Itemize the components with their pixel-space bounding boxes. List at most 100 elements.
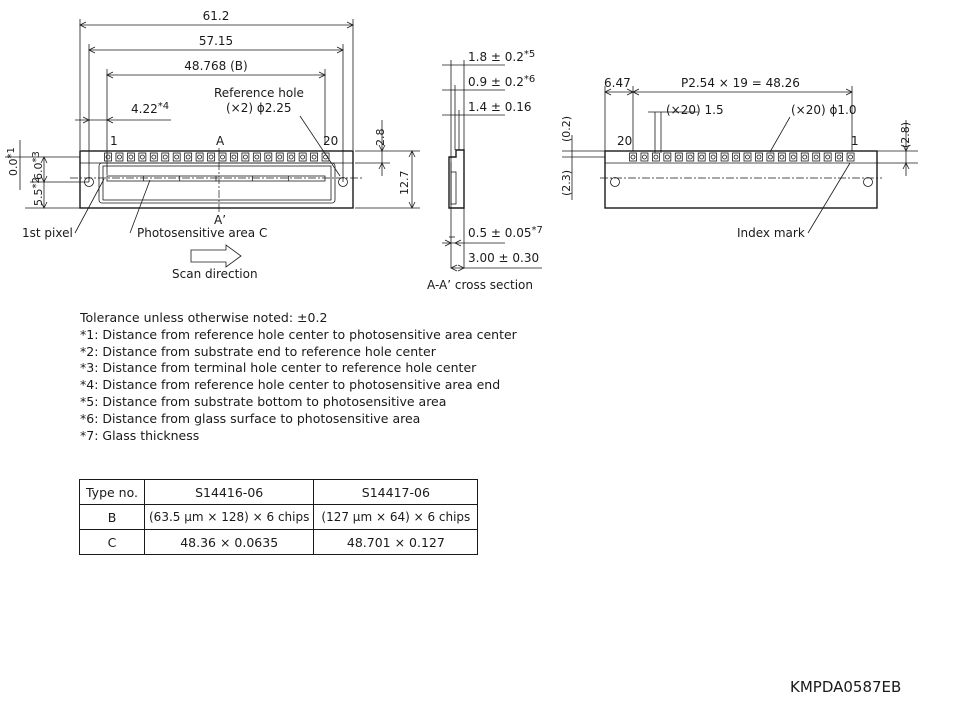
terminal-pad (789, 152, 798, 162)
terminal-pad (138, 152, 147, 162)
terminal-pad-hole (836, 154, 842, 160)
terminal-pad-hole (653, 154, 659, 160)
terminal-pad-hole (220, 154, 225, 160)
terminal-pad-hole (265, 154, 271, 160)
terminal-pad-hole (128, 154, 134, 160)
terminal-pad-hole (139, 154, 145, 160)
terminal-pad (720, 152, 729, 162)
cs-dim-top1: 1.8 ± 0.2*5 (468, 49, 535, 64)
drawing-code: KMPDA0587EB (790, 678, 902, 696)
terminal-pad (321, 152, 330, 162)
terminal-pad (652, 152, 660, 162)
cs-dim-top3: 1.4 ± 0.16 (468, 100, 532, 114)
terminal-pad-hole (197, 154, 203, 160)
table-header-cell: Type no. (79, 479, 145, 505)
reference-hole-right (338, 177, 348, 187)
terminal-pad-hole (768, 154, 773, 160)
dim-left-3: 5.5*2 (31, 177, 45, 206)
table-cell: 48.701 × 0.127 (313, 529, 479, 555)
terminal-pad (846, 152, 855, 162)
terminal-pad (241, 152, 250, 162)
back-view: 6.47 P2.54 × 19 = 48.26 (×20) 1.5 (×20) … (560, 76, 918, 240)
terminal-pad-hole (642, 154, 647, 160)
dim-offset: 4.22*4 (131, 101, 169, 116)
terminal-pad (663, 152, 672, 162)
terminal-pad-hole (813, 154, 819, 160)
dim-hole-pitch: 57.15 (199, 34, 233, 48)
type-spec-table: Type no. S14416-06 S14417-06 B (63.5 µm … (79, 479, 479, 555)
terminal-pad (275, 152, 284, 162)
table-cell: B (79, 504, 145, 530)
table-header-cell: S14416-06 (143, 479, 315, 505)
terminal-pad-hole (231, 154, 237, 160)
terminal-pad (629, 152, 637, 162)
terminal-pad-hole (242, 154, 248, 160)
note-line: Tolerance unless otherwise noted: ±0.2 (80, 310, 328, 325)
terminal-pad (252, 152, 261, 162)
terminal-pad (686, 152, 695, 162)
back-dim-side-right: (2.8) (899, 122, 912, 148)
back-substrate (604, 150, 878, 209)
section-mark-a: A (216, 134, 225, 148)
terminal-pad-hole (151, 154, 157, 160)
terminal-pads (104, 152, 330, 162)
terminal-pad-hole (722, 154, 727, 160)
terminal-pad (298, 152, 307, 162)
terminal-pad-hole (745, 154, 750, 160)
table-cell: 48.36 × 0.0635 (143, 529, 315, 555)
section-mark-a-prime: A’ (214, 213, 226, 227)
table-header-row: Type no. S14416-06 S14417-06 (79, 479, 479, 505)
note-line: *5: Distance from substrate bottom to ph… (80, 393, 447, 409)
back-pin-label-20: 20 (617, 134, 632, 148)
terminal-pad (115, 152, 124, 162)
terminal-pad (835, 152, 843, 162)
terminal-pad-hole (733, 154, 739, 160)
reference-hole-label: Reference hole (214, 86, 304, 100)
back-terminal-pads (629, 152, 855, 162)
photosensitive-area-label: Photosensitive area C (137, 226, 267, 240)
note-line: *3: Distance from terminal hole center t… (80, 360, 477, 376)
terminal-pad (310, 152, 319, 162)
note-line: *2: Distance from substrate end to refer… (80, 343, 436, 359)
terminal-pad (697, 152, 706, 162)
note-line: *1: Distance from reference hole center … (80, 326, 517, 342)
terminal-pad-hole (311, 154, 317, 160)
terminal-pad (709, 152, 718, 162)
terminal-pad-hole (288, 154, 294, 160)
terminal-pad-hole (323, 154, 328, 160)
terminal-pad-hole (699, 154, 705, 160)
front-view: 61.2 57.15 48.768 (B) 4.22*4 Reference h… (5, 9, 420, 281)
terminal-pad-hole (848, 154, 853, 160)
back-dim-side-top: (0.2) (560, 116, 573, 142)
terminal-pad (766, 152, 775, 162)
terminal-pad (823, 152, 832, 162)
back-dim-pitch: P2.54 × 19 = 48.26 (681, 76, 800, 90)
terminal-pad (732, 152, 740, 162)
back-dim-side-bottom: (2.3) (560, 170, 573, 196)
scan-direction-arrow (190, 244, 242, 268)
note-line: *4: Distance from reference hole center … (80, 377, 501, 393)
terminal-pad (218, 152, 227, 162)
terminal-pad-hole (825, 154, 831, 160)
cross-section-body (448, 149, 465, 209)
table-row: C 48.36 × 0.0635 48.701 × 0.127 (79, 529, 479, 555)
cs-dim-top2: 0.9 ± 0.2*6 (468, 74, 535, 89)
terminal-pad-hole (630, 154, 636, 160)
terminal-pad (287, 152, 296, 162)
terminal-pad (195, 152, 204, 162)
pin-label-1: 1 (110, 134, 118, 148)
terminal-pad-hole (687, 154, 693, 160)
terminal-pad (149, 152, 158, 162)
scan-direction-label: Scan direction (172, 267, 258, 281)
first-pixel-label: 1st pixel (22, 226, 73, 240)
terminal-pad (230, 152, 238, 162)
note-line: *6: Distance from glass surface to photo… (80, 410, 421, 426)
terminal-pad-hole (254, 154, 260, 160)
terminal-pad-hole (710, 154, 716, 160)
terminal-pad-hole (174, 154, 180, 160)
terminal-pad (127, 152, 135, 162)
dim-right-small: 2.8 (374, 129, 387, 147)
terminal-pad (777, 152, 786, 162)
glass-window (98, 162, 336, 204)
